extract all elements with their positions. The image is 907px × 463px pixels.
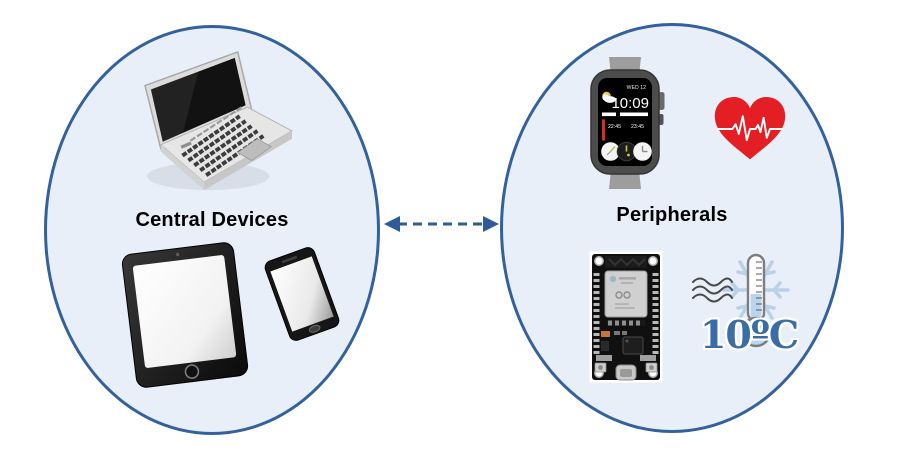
board-antenna xyxy=(605,256,647,268)
watch-bar-right xyxy=(620,112,648,117)
smartwatch-icon: WED 12 10:09 22:45 23:45 xyxy=(590,57,665,189)
watch-crown xyxy=(658,92,665,110)
thermometer-tube xyxy=(740,253,772,348)
tablet-camera xyxy=(175,252,180,257)
tablet-home-button xyxy=(184,364,200,379)
phone-screen xyxy=(270,256,334,332)
laptop-trackpad xyxy=(236,138,273,161)
phone-speaker xyxy=(281,255,298,264)
watch-bar-left xyxy=(602,112,616,117)
laptop-speaker xyxy=(180,141,192,149)
watch-date: WED 12 xyxy=(627,85,646,91)
board-components xyxy=(596,320,656,361)
board-buttons-usb xyxy=(594,362,658,381)
smartphone-icon xyxy=(264,247,340,341)
tablet-screen xyxy=(132,255,237,368)
temperature-value: 10ºC xyxy=(699,312,799,357)
peripherals-ellipse xyxy=(500,23,844,433)
laptop-screen xyxy=(144,50,253,150)
laptop-icon xyxy=(144,50,294,191)
connector-right-arrowhead xyxy=(483,216,499,232)
central-devices-label: Central Devices xyxy=(135,209,289,231)
connector-arrow xyxy=(384,216,499,232)
heart-rate-icon xyxy=(714,97,786,160)
watch-time-right: 23:45 xyxy=(631,124,644,130)
esp32-board-icon xyxy=(589,251,663,383)
phone-home-button xyxy=(308,324,321,333)
laptop-keyboard xyxy=(181,114,265,177)
board-pins xyxy=(593,273,659,354)
wind-lines xyxy=(692,277,733,303)
watch-time-left: 22:45 xyxy=(608,124,621,130)
watch-time: 10:09 xyxy=(611,95,649,112)
thermometer-graphic xyxy=(692,253,790,348)
watch-red-gauge xyxy=(602,119,605,141)
laptop-function-row xyxy=(189,106,243,142)
connector-left-arrowhead xyxy=(384,216,400,232)
watch-complications xyxy=(601,141,652,162)
tablet-icon xyxy=(121,242,249,388)
board-wifi-shield xyxy=(604,270,648,318)
peripherals-label: Peripherals xyxy=(616,204,728,226)
watch-weather-icon xyxy=(602,91,616,103)
cold-thermometer-icon: 10ºC xyxy=(690,250,808,366)
ecg-line xyxy=(717,115,783,142)
